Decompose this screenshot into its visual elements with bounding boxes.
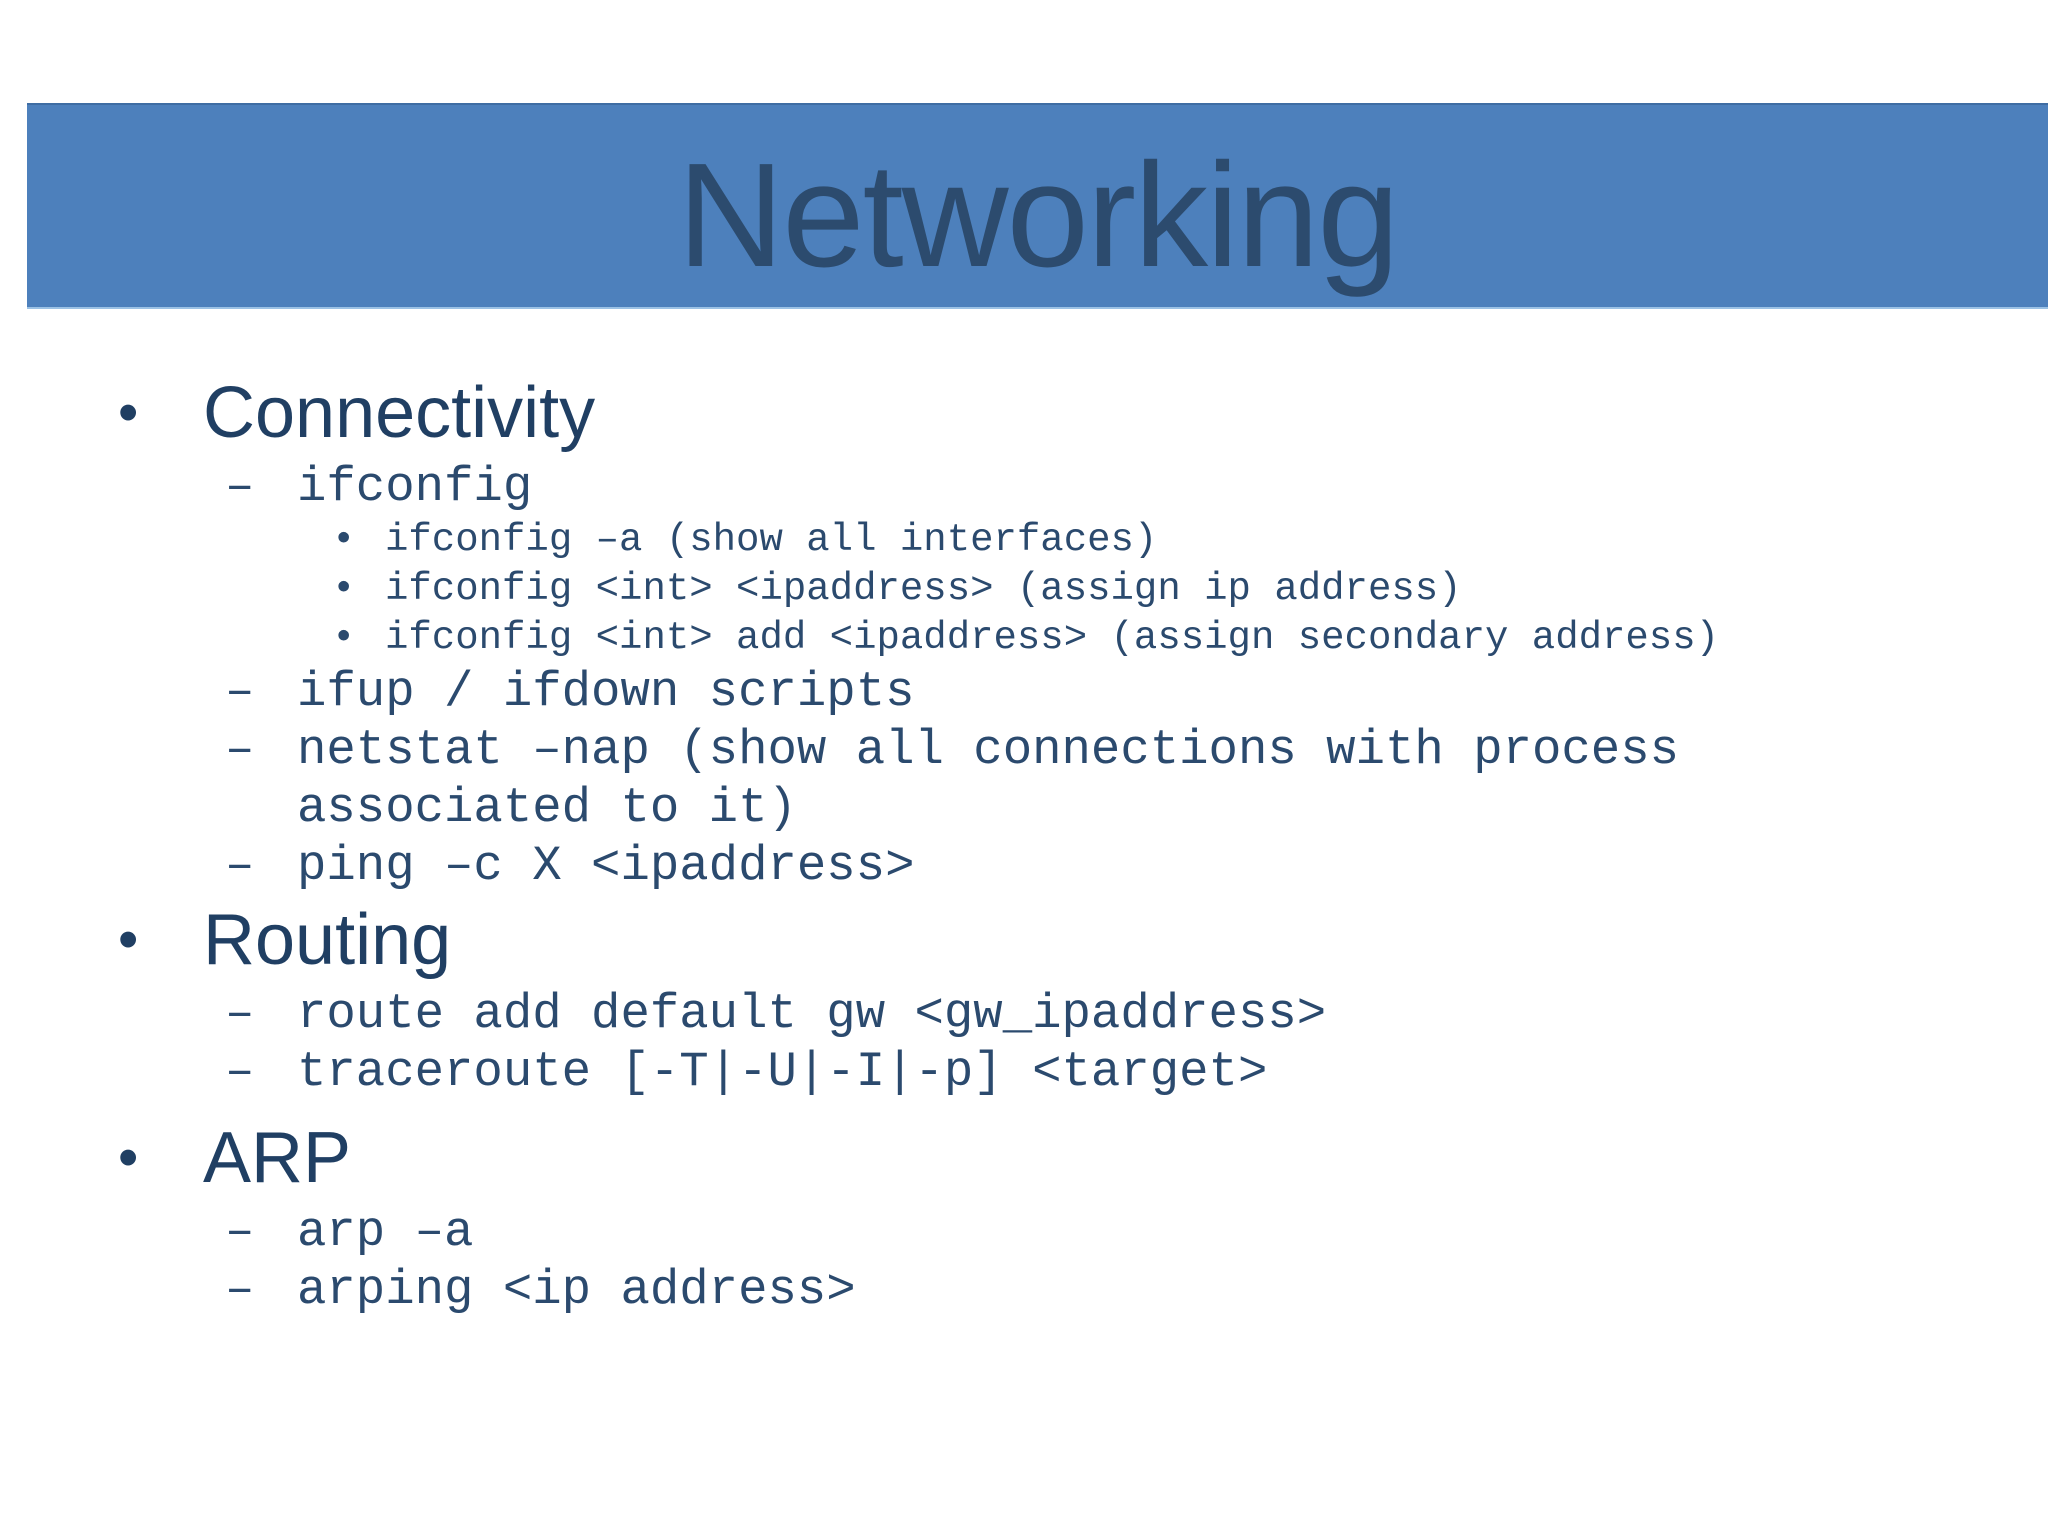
title-bar: Networking <box>27 103 2048 309</box>
dash-icon: – <box>225 664 255 720</box>
bullet-item-routing: • Routing <box>0 895 2048 985</box>
bullet-icon: • <box>332 518 356 562</box>
bullet-icon: • <box>118 380 139 445</box>
bullet-text: Routing <box>203 900 452 980</box>
bullet-item-ifconfig: – ifconfig <box>0 458 2048 516</box>
bullet-text: netstat –nap (show all connections with … <box>297 722 1680 836</box>
dash-icon: – <box>225 986 255 1042</box>
slide-title: Networking <box>677 133 1399 298</box>
bullet-item-ifconfig-assign: • ifconfig <int> <ipaddress> (assign ip … <box>0 565 2048 614</box>
bullet-item-netstat: – netstat –nap (show all connections wit… <box>0 721 2048 837</box>
bullet-item-connectivity: • Connectivity <box>0 368 2048 458</box>
bullet-text: ifconfig <int> add <ipaddress> (assign s… <box>385 616 1720 660</box>
dash-icon: – <box>225 1262 255 1318</box>
bullet-item-ifconfig-add: • ifconfig <int> add <ipaddress> (assign… <box>0 614 2048 663</box>
bullet-text: arp –a <box>297 1204 474 1260</box>
bullet-item-arp-a: – arp –a <box>0 1203 2048 1261</box>
bullet-text: arping <ip address> <box>297 1262 856 1318</box>
slide-body: • Connectivity – ifconfig • ifconfig –a … <box>0 368 2048 1319</box>
bullet-text: ifconfig <int> <ipaddress> (assign ip ad… <box>385 567 1462 611</box>
bullet-text: ifconfig <box>297 459 533 515</box>
bullet-text: ping –c X <ipaddress> <box>297 838 915 894</box>
dash-icon: – <box>225 1204 255 1260</box>
dash-icon: – <box>225 838 255 894</box>
bullet-item-route-add: – route add default gw <gw_ipaddress> <box>0 985 2048 1043</box>
bullet-icon: • <box>118 1125 139 1190</box>
bullet-item-ping: – ping –c X <ipaddress> <box>0 837 2048 895</box>
bullet-text: traceroute [-T|-U|-I|-p] <target> <box>297 1044 1268 1100</box>
dash-icon: – <box>225 722 255 778</box>
bullet-text: ifconfig –a (show all interfaces) <box>385 518 1158 562</box>
dash-icon: – <box>225 459 255 515</box>
bullet-text: ARP <box>203 1118 352 1198</box>
bullet-icon: • <box>332 616 356 660</box>
bullet-item-traceroute: – traceroute [-T|-U|-I|-p] <target> <box>0 1043 2048 1101</box>
bullet-text: route add default gw <gw_ipaddress> <box>297 986 1327 1042</box>
bullet-icon: • <box>332 567 356 611</box>
bullet-item-arping: – arping <ip address> <box>0 1261 2048 1319</box>
bullet-item-ifconfig-a: • ifconfig –a (show all interfaces) <box>0 516 2048 565</box>
bullet-icon: • <box>118 907 139 972</box>
bullet-text: ifup / ifdown scripts <box>297 664 915 720</box>
dash-icon: – <box>225 1044 255 1100</box>
bullet-text: Connectivity <box>203 373 596 453</box>
bullet-item-arp: • ARP <box>0 1113 2048 1203</box>
bullet-item-ifup-ifdown: – ifup / ifdown scripts <box>0 663 2048 721</box>
